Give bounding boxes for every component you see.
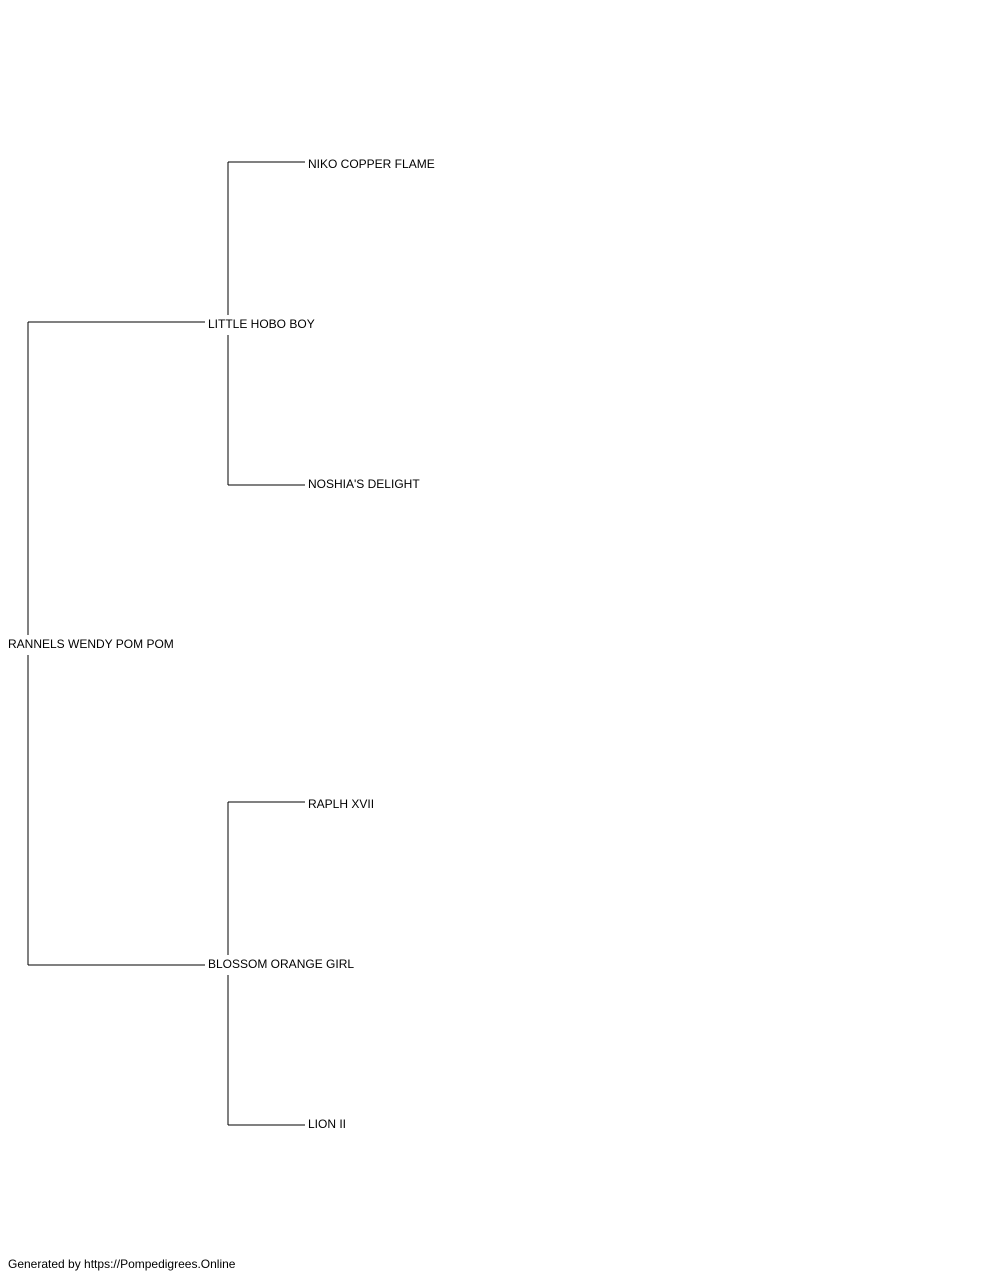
- maternal-grandsire-name: RAPLH XVII: [308, 797, 374, 811]
- generated-by-footer: Generated by https://Pompedigrees.Online: [8, 1257, 236, 1271]
- paternal-grandsire-name: NIKO COPPER FLAME: [308, 157, 435, 171]
- maternal-granddam-name: LION II: [308, 1117, 346, 1131]
- paternal-granddam-name: NOSHIA'S DELIGHT: [308, 477, 420, 491]
- subject-name: RANNELS WENDY POM POM: [8, 637, 174, 651]
- sire-name: LITTLE HOBO BOY: [208, 317, 315, 331]
- dam-name: BLOSSOM ORANGE GIRL: [208, 957, 354, 971]
